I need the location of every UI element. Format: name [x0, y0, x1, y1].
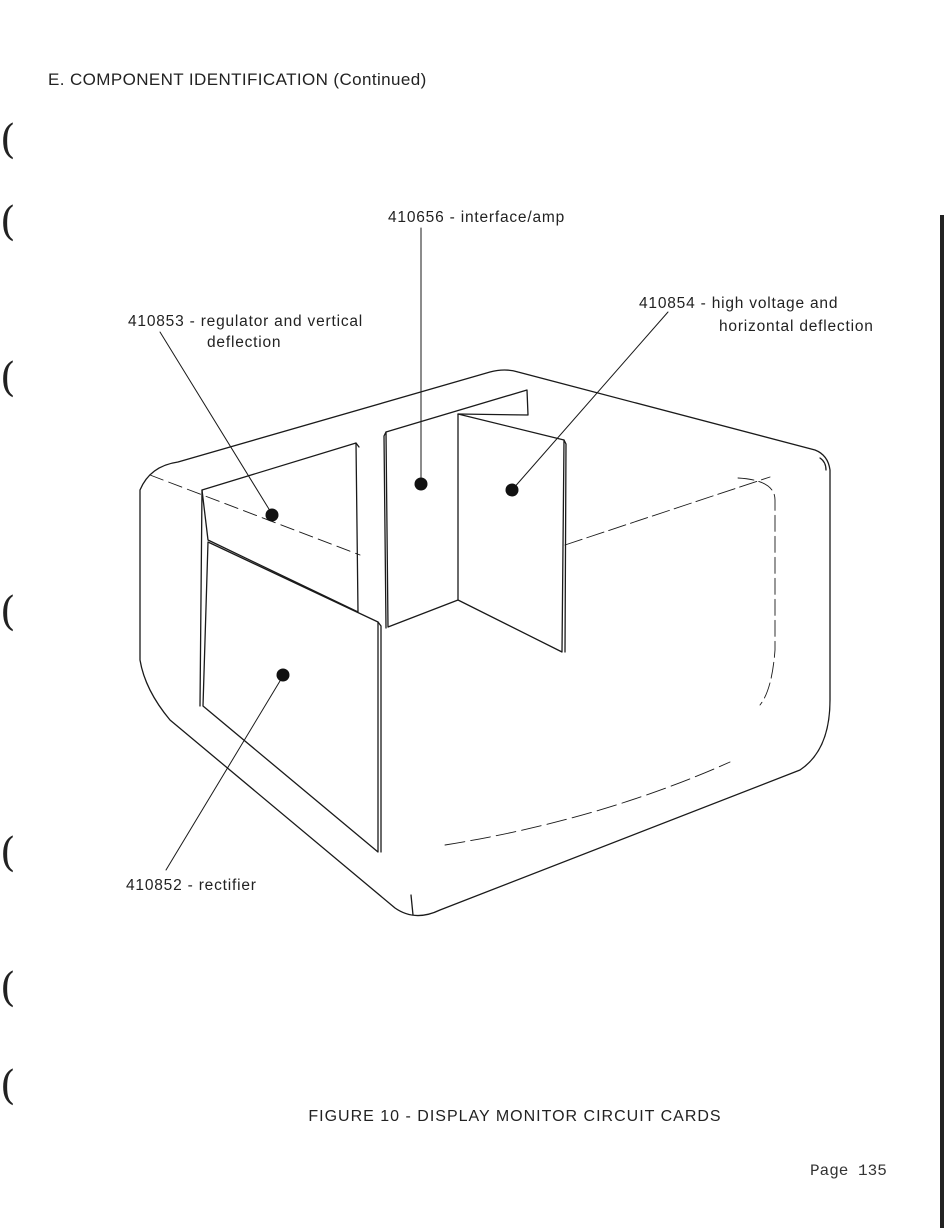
leader-regulator	[160, 332, 272, 514]
callout-high-voltage-label-cont: horizontal deflection	[719, 316, 874, 337]
figure-caption: FIGURE 10 - DISPLAY MONITOR CIRCUIT CARD…	[0, 1108, 950, 1126]
callout-regulator-label-cont: deflection	[207, 332, 281, 353]
callout-interface-label: 410656 - interface/amp	[388, 207, 565, 228]
monitor-rim-edge	[738, 478, 775, 705]
card-rectifier	[203, 542, 378, 852]
card-high-voltage	[458, 414, 564, 652]
callout-dot-high-voltage	[506, 484, 519, 497]
monitor-rim-bottom	[445, 762, 730, 845]
leader-rectifier	[166, 676, 283, 870]
page-number: Page 135	[810, 1162, 887, 1180]
callout-dot-rectifier	[277, 669, 290, 682]
callout-regulator-label: 410853 - regulator and vertical	[128, 311, 363, 332]
card-regulator	[202, 443, 358, 612]
monitor-shell-outline	[140, 370, 830, 916]
monitor-rim-right	[565, 477, 770, 545]
callout-dot-regulator	[266, 509, 279, 522]
leader-high-voltage	[512, 312, 668, 490]
callout-high-voltage-label: 410854 - high voltage and	[639, 293, 838, 314]
callout-dot-interface	[415, 478, 428, 491]
callout-rectifier-label: 410852 - rectifier	[126, 875, 257, 896]
